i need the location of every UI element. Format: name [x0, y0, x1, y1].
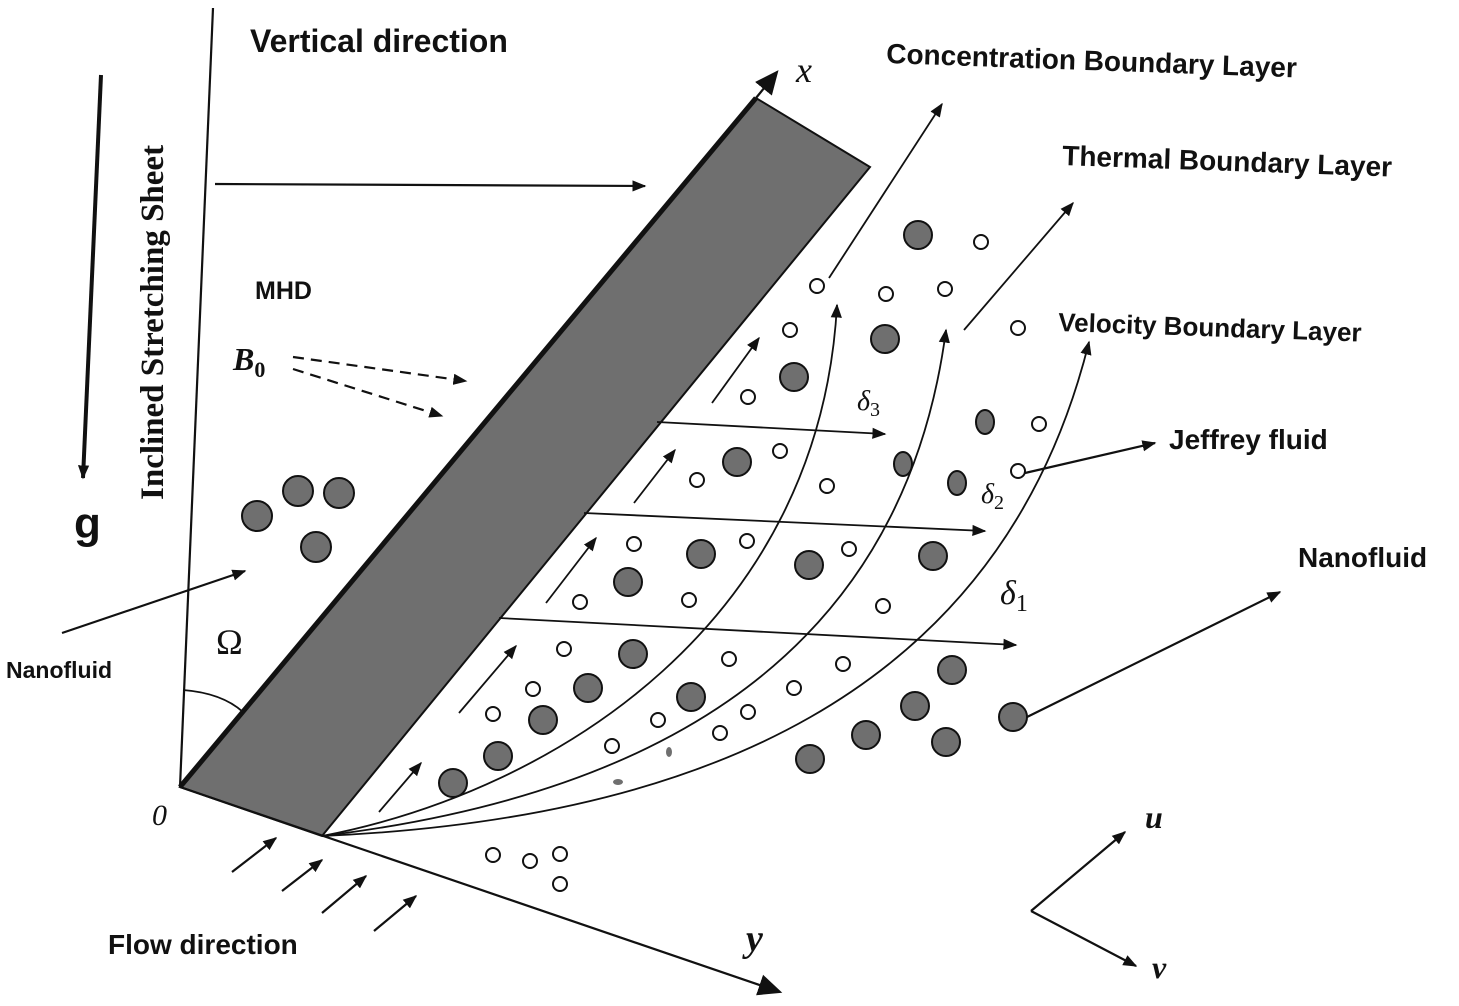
- sheet-edge: [178, 96, 758, 789]
- flow-direction-label: Flow direction: [108, 929, 298, 960]
- origin-label: 0: [152, 799, 167, 832]
- nanoparticles: [241, 220, 1028, 798]
- boundary-curve: [321, 340, 1092, 837]
- u-axis-arrow: [1030, 831, 1127, 912]
- flow-arrow: [373, 895, 418, 932]
- x-axis-label: x: [795, 50, 812, 90]
- delta3-label: δ3: [857, 386, 880, 421]
- flow-arrow: [231, 837, 278, 873]
- y-axis-label: y: [742, 918, 763, 960]
- velocity-layer-label: Velocity Boundary Layer: [1058, 307, 1362, 348]
- velocity-arrow: [378, 761, 422, 813]
- delta-arrow: [656, 421, 887, 439]
- gravity-label: g: [74, 499, 101, 548]
- velocity-arrow: [633, 448, 676, 504]
- vertical-direction-label: Vertical direction: [250, 23, 508, 59]
- boundary-curve: [321, 303, 842, 837]
- delta2-label: δ2: [981, 479, 1004, 514]
- flow-arrow: [281, 859, 324, 892]
- nanofluid-inflow-arrow: [61, 569, 247, 635]
- concentration-layer-label: Concentration Boundary Layer: [886, 38, 1298, 83]
- velocity-arrow: [711, 336, 760, 404]
- vertical-axis: [178, 7, 215, 788]
- delta-arrow: [498, 617, 1018, 650]
- stretching-sheet: [178, 96, 872, 838]
- x-axis-arrow: [755, 70, 779, 99]
- horizontal-arrow: [214, 180, 647, 192]
- nanofluid-left-label: Nanofluid: [6, 657, 112, 683]
- fluid-particles: [485, 234, 1047, 892]
- mhd-label: MHD: [255, 277, 312, 305]
- velocity-arrow: [458, 644, 517, 714]
- inclined-sheet-label: Inclined Stretching Sheet: [135, 145, 171, 500]
- magnetic-field-line: [292, 355, 468, 385]
- concentration-layer-arrow: [828, 102, 943, 279]
- jeffrey-fluid-arrow: [1024, 440, 1157, 475]
- magnetic-field-line: [292, 367, 444, 418]
- delta-arrow: [583, 512, 987, 537]
- velocity-arrow: [545, 536, 597, 604]
- angle-label: Ω: [216, 622, 243, 662]
- v-axis-arrow: [1030, 910, 1138, 967]
- nanofluid-right-label: Nanofluid: [1298, 542, 1427, 573]
- delta1-label: δ1: [1000, 575, 1028, 617]
- u-axis-label: u: [1145, 799, 1163, 835]
- flow-arrow: [321, 875, 368, 914]
- nanofluid-outflow-arrow: [1024, 591, 1282, 719]
- v-axis-label: v: [1152, 949, 1167, 985]
- jeffrey-fluid-label: Jeffrey fluid: [1169, 424, 1328, 455]
- thermal-layer-arrow: [963, 201, 1074, 331]
- b0-label: B0: [232, 341, 265, 382]
- gravity-arrow: [77, 74, 103, 480]
- y-axis-arrow: [179, 785, 783, 996]
- thermal-layer-label: Thermal Boundary Layer: [1062, 140, 1393, 182]
- angle-arc: [182, 689, 244, 713]
